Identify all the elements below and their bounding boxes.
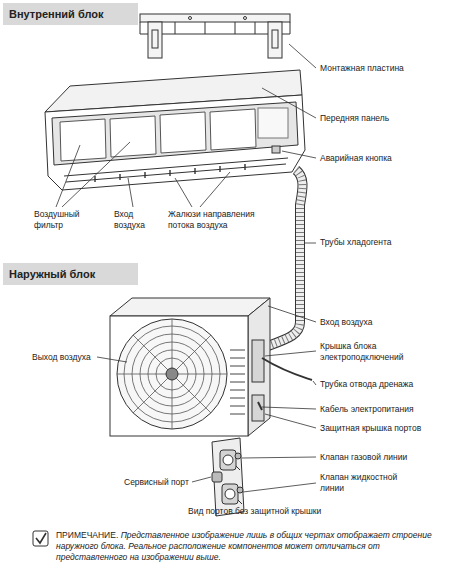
leader-line bbox=[265, 351, 316, 356]
leader-line bbox=[56, 142, 130, 207]
mounting-plate bbox=[152, 30, 158, 48]
outdoor-unit bbox=[262, 358, 312, 380]
part-label: Аварийная кнопка bbox=[320, 153, 450, 164]
refrigerant-pipe bbox=[268, 170, 303, 346]
leader-line bbox=[289, 44, 316, 68]
port-view bbox=[212, 438, 244, 516]
section-header: Наружный блок bbox=[3, 263, 138, 285]
indoor-unit bbox=[52, 102, 298, 165]
part-label: Трубка отвода дренажа bbox=[320, 379, 450, 390]
part-label: Вход воздуха bbox=[114, 209, 158, 230]
part-label: Жалюзи направления потока воздуха bbox=[168, 209, 264, 230]
mounting-plate bbox=[148, 22, 162, 58]
outdoor-unit bbox=[252, 340, 264, 382]
port-view bbox=[222, 484, 238, 504]
port-view bbox=[212, 472, 222, 482]
part-label: Вход воздуха bbox=[320, 317, 450, 328]
note-checkbox bbox=[33, 531, 48, 546]
leader-line bbox=[175, 172, 230, 207]
leader-line bbox=[128, 178, 133, 207]
port-view bbox=[220, 450, 236, 470]
outdoor-unit bbox=[230, 350, 245, 414]
outdoor-unit bbox=[110, 298, 270, 316]
part-label: Клапан газовой линии bbox=[320, 452, 450, 463]
indoor-unit bbox=[210, 109, 256, 150]
note-checkbox bbox=[33, 531, 48, 546]
indoor-unit bbox=[64, 158, 288, 182]
leader-line bbox=[97, 357, 127, 362]
part-label: Монтажная пластина bbox=[320, 63, 450, 74]
leader-line bbox=[282, 151, 316, 158]
outdoor-unit bbox=[117, 319, 227, 429]
indoor-unit bbox=[60, 119, 106, 161]
section-header: Внутренний блок bbox=[3, 3, 138, 25]
indoor-unit bbox=[45, 70, 305, 190]
refrigerant-pipe bbox=[268, 170, 303, 346]
outdoor-unit bbox=[258, 402, 262, 410]
part-label: Передняя панель bbox=[320, 113, 450, 124]
header-text: Наружный блок bbox=[9, 268, 95, 280]
mounting-plate bbox=[140, 14, 290, 58]
part-label: Крышка блока электроподключений bbox=[320, 341, 438, 362]
port-view bbox=[236, 466, 242, 504]
indoor-unit bbox=[272, 146, 280, 153]
leader-line bbox=[192, 477, 211, 482]
mounting-plate bbox=[140, 14, 290, 22]
port-view bbox=[235, 453, 241, 459]
outdoor-unit bbox=[110, 298, 312, 436]
port-view bbox=[212, 438, 244, 516]
part-label: Трубы хладогента bbox=[320, 237, 450, 248]
leader-line bbox=[305, 243, 316, 244]
indoor-unit bbox=[95, 164, 245, 182]
leader-line bbox=[242, 457, 316, 458]
outdoor-unit bbox=[166, 368, 178, 380]
outdoor-unit bbox=[248, 298, 270, 436]
part-label: Вид портов без защитной крышки bbox=[188, 506, 338, 517]
part-label: Клапан жидкостной линии bbox=[320, 472, 420, 493]
outdoor-unit bbox=[110, 316, 248, 436]
mounting-plate bbox=[189, 17, 192, 20]
note-text: ПРИМЕЧАНИЕ. Представленное изображение л… bbox=[56, 530, 444, 563]
mounting-plate bbox=[244, 17, 247, 20]
leader-line bbox=[268, 306, 316, 322]
note-checkbox bbox=[36, 533, 46, 543]
leader-line bbox=[262, 407, 316, 409]
port-view bbox=[223, 455, 233, 465]
outdoor-unit bbox=[230, 350, 245, 414]
indoor-unit bbox=[45, 95, 305, 190]
indoor-unit bbox=[60, 109, 256, 161]
part-label: Кабель электропитания bbox=[320, 404, 450, 415]
port-view bbox=[237, 487, 243, 493]
indoor-unit bbox=[160, 112, 206, 153]
outdoor-unit bbox=[117, 319, 227, 429]
outdoor-unit bbox=[117, 319, 227, 429]
mounting-plate bbox=[175, 22, 255, 34]
part-label: Воздушный фильтр bbox=[34, 209, 90, 230]
indoor-unit bbox=[110, 116, 156, 157]
part-label: Защитная крышка портов bbox=[320, 423, 450, 434]
leader-line bbox=[262, 88, 316, 118]
header-text: Внутренний блок bbox=[9, 8, 104, 20]
note-heading: ПРИМЕЧАНИЕ. bbox=[56, 530, 118, 540]
leader-line bbox=[243, 483, 316, 492]
outdoor-unit bbox=[252, 395, 264, 421]
indoor-unit bbox=[258, 108, 288, 138]
part-label: Выход воздуха bbox=[32, 352, 96, 363]
leader-line bbox=[313, 381, 316, 385]
leader-line bbox=[265, 414, 316, 428]
refrigerant-pipe bbox=[268, 170, 303, 346]
part-label: Сервисный порт bbox=[124, 477, 192, 488]
mounting-plate bbox=[268, 22, 282, 58]
indoor-unit bbox=[95, 164, 245, 182]
port-view bbox=[225, 489, 235, 499]
mounting-plate bbox=[272, 30, 278, 48]
refrigerant-pipe bbox=[268, 170, 303, 346]
